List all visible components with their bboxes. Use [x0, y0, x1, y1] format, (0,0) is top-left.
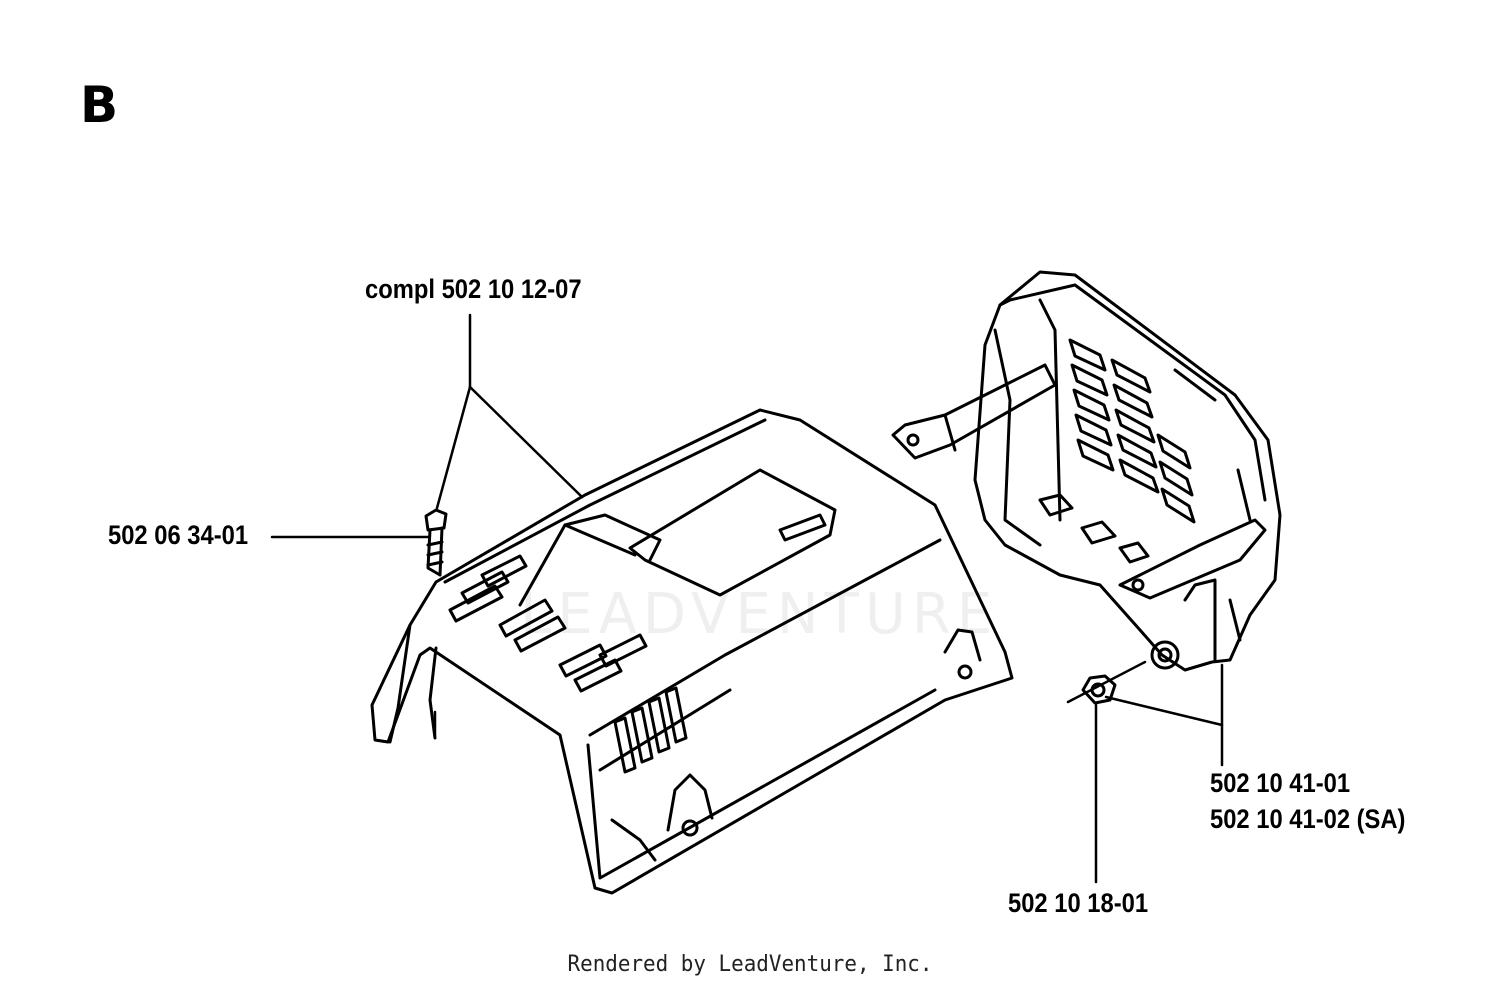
leader-lines	[270, 313, 1224, 884]
callout-screw: 502 06 34-01	[108, 520, 249, 550]
watermark: LEADVENTURE	[520, 582, 999, 647]
callout-part-b: 502 10 41-02 (SA)	[1210, 804, 1406, 834]
callout-nut: 502 10 18-01	[1008, 888, 1149, 918]
section-letter: B	[80, 76, 119, 134]
footer-credit: Rendered by LeadVenture, Inc.	[567, 952, 933, 977]
screw	[424, 508, 448, 577]
muffler-guard	[891, 270, 1282, 672]
callout-cover-assembly: compl 502 10 12-07	[365, 274, 582, 304]
callout-part-a: 502 10 41-01	[1210, 768, 1351, 798]
cylinder-cover	[370, 408, 1014, 895]
